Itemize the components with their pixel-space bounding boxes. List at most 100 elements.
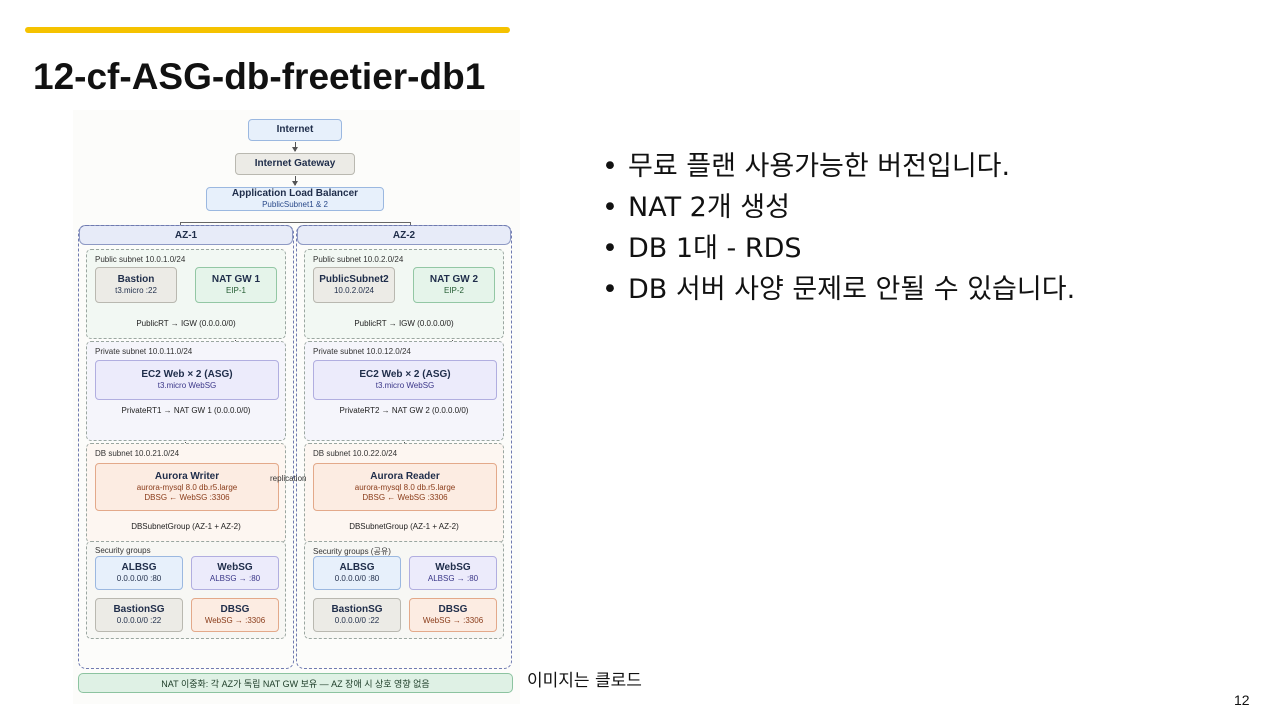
alb-right-drop xyxy=(410,222,411,225)
alb-left-drop xyxy=(180,222,181,225)
az1-albsg-sub: 0.0.0.0/0 :80 xyxy=(116,574,162,583)
nat-redundancy-note: NAT 이중화: 각 AZ가 독립 NAT GW 보유 — AZ 장애 시 상호… xyxy=(78,673,513,693)
az1-nat-node: NAT GW 1 EIP-1 xyxy=(195,267,277,303)
az2-dbsg-sub: WebSG → :3306 xyxy=(422,616,484,625)
az1-db-subnet-group: DBSubnetGroup (AZ-1 + AZ-2) xyxy=(131,522,241,531)
az2-public-title: PublicSubnet2 xyxy=(319,274,389,285)
az2-private-subnet-label: Private subnet 10.0.12.0/24 xyxy=(313,347,411,356)
az2-bastionsg-node: BastionSG 0.0.0.0/0 :22 xyxy=(313,598,401,632)
az1-bastionsg-title: BastionSG xyxy=(113,604,165,615)
slide-title: 12-cf-ASG-db-freetier-db1 xyxy=(33,56,486,97)
az2-publicsubnet-node: PublicSubnet2 10.0.2.0/24 xyxy=(313,267,395,303)
image-caption: 이미지는 클로드 xyxy=(527,671,642,691)
az2-websg-node: WebSG ALBSG → :80 xyxy=(409,556,497,590)
bullet-item: DB 서버 사양 문제로 안될 수 있습니다. xyxy=(602,269,1075,310)
bullet-item: NAT 2개 생성 xyxy=(602,187,1075,228)
az2-column xyxy=(296,225,512,669)
az1-albsg-title: ALBSG xyxy=(121,562,157,573)
az2-public-rt: PublicRT → IGW (0.0.0.0/0) xyxy=(354,319,454,328)
az2-nat-title: NAT GW 2 xyxy=(429,274,479,285)
az2-bastionsg-sub: 0.0.0.0/0 :22 xyxy=(334,616,380,625)
az1-security-groups: Security groups ALBSG 0.0.0.0/0 :80 WebS… xyxy=(86,541,286,639)
page-number: 12 xyxy=(1234,692,1250,708)
az1-db-engine: aurora-mysql 8.0 db.r5.large xyxy=(136,483,238,492)
alb-fanout-line xyxy=(180,222,410,223)
az2-dbsg-node: DBSG WebSG → :3306 xyxy=(409,598,497,632)
az2-public-sub: 10.0.2.0/24 xyxy=(333,286,375,295)
az2-db-engine: aurora-mysql 8.0 db.r5.large xyxy=(354,483,456,492)
nat-redundancy-text: NAT 이중화: 각 AZ가 독립 NAT GW 보유 — AZ 장애 시 상호… xyxy=(161,678,430,689)
az2-security-groups: Security groups (공유) ALBSG 0.0.0.0/0 :80… xyxy=(304,541,504,639)
bullet-list: 무료 플랜 사용가능한 버전입니다. NAT 2개 생성 DB 1대 - RDS… xyxy=(602,146,1075,310)
az2-name: AZ-2 xyxy=(392,229,416,241)
az2-private-rt: PrivateRT2 → NAT GW 2 (0.0.0.0/0) xyxy=(339,406,469,415)
az2-public-subnet-label: Public subnet 10.0.2.0/24 xyxy=(313,255,404,264)
az2-db-title: Aurora Reader xyxy=(370,471,440,482)
az1-ec2-title: EC2 Web × 2 (ASG) xyxy=(141,369,233,380)
internet-node: Internet xyxy=(248,119,342,141)
internet-label: Internet xyxy=(276,124,314,135)
architecture-diagram: Internet Internet Gateway Application Lo… xyxy=(73,110,520,704)
az2-albsg-title: ALBSG xyxy=(339,562,375,573)
az1-albsg-node: ALBSG 0.0.0.0/0 :80 xyxy=(95,556,183,590)
az2-albsg-node: ALBSG 0.0.0.0/0 :80 xyxy=(313,556,401,590)
az1-db-title: Aurora Writer xyxy=(154,471,220,482)
az2-public-subnet: Public subnet 10.0.2.0/24 PublicSubnet2 … xyxy=(304,249,504,339)
az2-db-subnet-label: DB subnet 10.0.22.0/24 xyxy=(313,449,398,458)
alb-subtitle: PublicSubnet1 & 2 xyxy=(262,200,328,209)
az1-db-sg: DBSG ← WebSG :3306 xyxy=(144,493,230,502)
az2-websg-sub: ALBSG → :80 xyxy=(427,574,479,583)
az2-ec2-node: EC2 Web × 2 (ASG) t3.micro WebSG xyxy=(313,360,497,400)
az2-bastionsg-title: BastionSG xyxy=(331,604,383,615)
az1-aurora-writer-node: Aurora Writer aurora-mysql 8.0 db.r5.lar… xyxy=(95,463,279,511)
az1-bastion-title: Bastion xyxy=(117,274,155,285)
az1-dbsg-node: DBSG WebSG → :3306 xyxy=(191,598,279,632)
az1-column xyxy=(78,225,294,669)
title-accent-bar xyxy=(25,27,510,33)
az1-bastionsg-sub: 0.0.0.0/0 :22 xyxy=(116,616,162,625)
az1-websg-sub: ALBSG → :80 xyxy=(209,574,261,583)
az2-dbsg-title: DBSG xyxy=(438,604,468,615)
az1-websg-node: WebSG ALBSG → :80 xyxy=(191,556,279,590)
az1-ec2-sub: t3.micro WebSG xyxy=(157,381,217,390)
az1-dbsg-title: DBSG xyxy=(220,604,250,615)
az1-bastionsg-node: BastionSG 0.0.0.0/0 :22 xyxy=(95,598,183,632)
az1-nat-title: NAT GW 1 xyxy=(211,274,261,285)
az2-db-subnet: DB subnet 10.0.22.0/24 Aurora Reader aur… xyxy=(304,443,504,543)
az1-private-subnet: Private subnet 10.0.11.0/24 EC2 Web × 2 … xyxy=(86,341,286,441)
az1-bastion-sub: t3.micro :22 xyxy=(115,286,157,295)
az2-private-subnet: Private subnet 10.0.12.0/24 EC2 Web × 2 … xyxy=(304,341,504,441)
az1-dbsg-sub: WebSG → :3306 xyxy=(204,616,266,625)
arrow-internet-igw xyxy=(292,142,298,152)
az2-aurora-reader-node: Aurora Reader aurora-mysql 8.0 db.r5.lar… xyxy=(313,463,497,511)
alb-title: Application Load Balancer xyxy=(231,188,359,199)
alb-node: Application Load Balancer PublicSubnet1 … xyxy=(206,187,384,211)
az1-db-subnet-label: DB subnet 10.0.21.0/24 xyxy=(95,449,180,458)
bullet-item: DB 1대 - RDS xyxy=(602,228,1075,269)
bullet-item: 무료 플랜 사용가능한 버전입니다. xyxy=(602,146,1075,187)
az1-public-subnet: Public subnet 10.0.1.0/24 Bastion t3.mic… xyxy=(86,249,286,339)
internet-gateway-node: Internet Gateway xyxy=(235,153,355,175)
az1-name: AZ-1 xyxy=(174,229,198,241)
az1-public-subnet-label: Public subnet 10.0.1.0/24 xyxy=(95,255,186,264)
az2-nat-node: NAT GW 2 EIP-2 xyxy=(413,267,495,303)
replication-label: replication xyxy=(270,474,307,483)
az1-nat-sub: EIP-1 xyxy=(225,286,246,295)
az2-sg-label: Security groups (공유) xyxy=(313,547,391,556)
az1-bastion-node: Bastion t3.micro :22 xyxy=(95,267,177,303)
igw-label: Internet Gateway xyxy=(254,158,336,169)
az1-sg-label: Security groups xyxy=(95,546,151,555)
az2-db-subnet-group: DBSubnetGroup (AZ-1 + AZ-2) xyxy=(349,522,459,531)
arrow-igw-alb xyxy=(292,176,298,186)
az2-websg-title: WebSG xyxy=(435,562,471,573)
az1-db-subnet: DB subnet 10.0.21.0/24 Aurora Writer aur… xyxy=(86,443,286,543)
az2-ec2-title: EC2 Web × 2 (ASG) xyxy=(359,369,451,380)
az1-ec2-node: EC2 Web × 2 (ASG) t3.micro WebSG xyxy=(95,360,279,400)
az2-albsg-sub: 0.0.0.0/0 :80 xyxy=(334,574,380,583)
az2-nat-sub: EIP-2 xyxy=(443,286,464,295)
az2-db-sg: DBSG ← WebSG :3306 xyxy=(362,493,448,502)
az1-websg-title: WebSG xyxy=(217,562,253,573)
az1-public-rt: PublicRT → IGW (0.0.0.0/0) xyxy=(136,319,236,328)
az1-private-rt: PrivateRT1 → NAT GW 1 (0.0.0.0/0) xyxy=(121,406,251,415)
az2-ec2-sub: t3.micro WebSG xyxy=(375,381,435,390)
